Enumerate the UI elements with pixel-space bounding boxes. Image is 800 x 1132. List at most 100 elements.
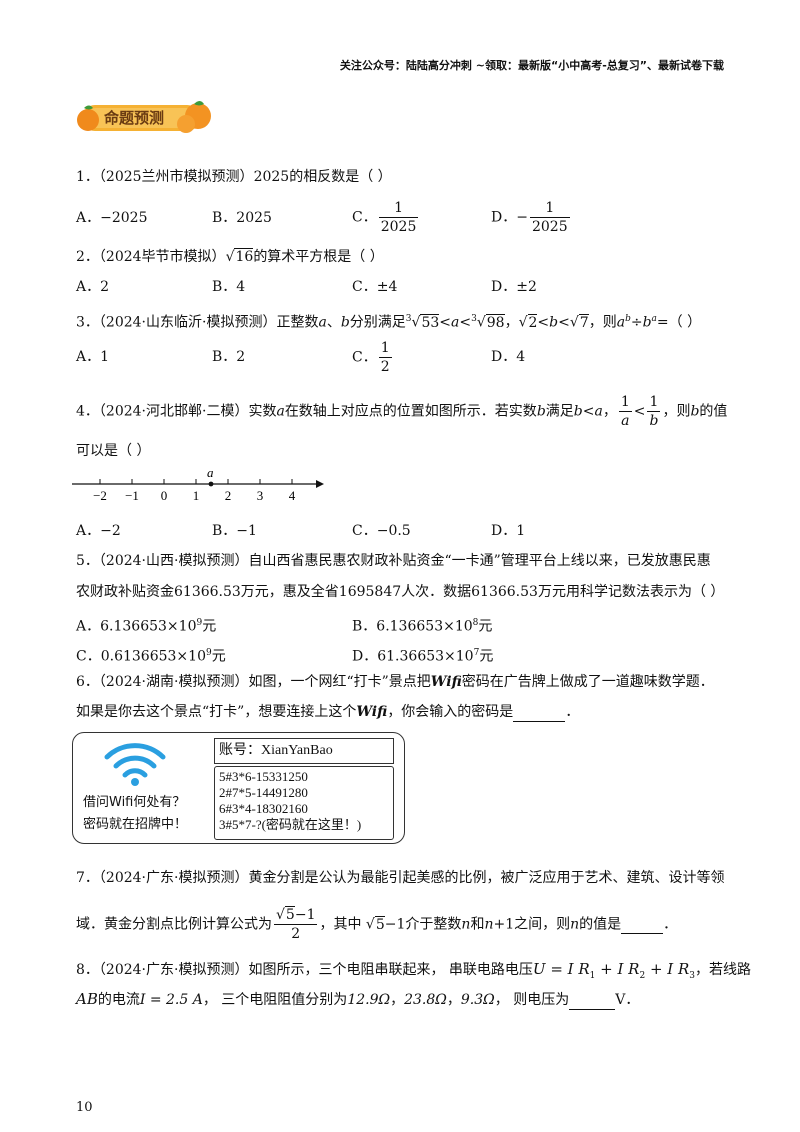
- q4-option-c: C．−0.5: [352, 522, 411, 540]
- q4-stem-line-2: 可以是（ ）: [76, 443, 151, 459]
- q8-line-2c: ， 则电压为: [494, 992, 570, 1008]
- q3-var-a-2: a: [451, 314, 460, 331]
- q2-source: （2024毕节市模拟）: [98, 249, 226, 265]
- q3-var-b: b: [340, 314, 350, 331]
- wifi-icon: [104, 743, 166, 786]
- q3-sqrt-symbol-2: √: [476, 314, 486, 331]
- q3-r98: 98: [485, 313, 505, 331]
- q7-answer-blank[interactable]: [621, 915, 664, 934]
- q5-d-exp: 7: [473, 648, 480, 658]
- q7-frac-radicand: 5: [284, 906, 295, 923]
- q8-number: 8．: [76, 962, 99, 978]
- q8-line-2b: ， 三个电阻阻值分别为: [202, 992, 348, 1008]
- q2-d-value: ±2: [516, 279, 537, 295]
- q3-base-b: b: [642, 314, 652, 331]
- q5-a-unit: 元: [202, 618, 217, 635]
- q5-line-1: 自山西省惠民惠农财政补贴资金“一卡通”管理平台上线以来，已发放惠民惠: [248, 553, 711, 569]
- q7-np1: +1: [493, 916, 515, 933]
- q3-lt-1: <: [439, 314, 451, 331]
- q6-wifi-word: Wifi: [430, 674, 462, 690]
- q5-b-base: 6.136653×10: [376, 618, 473, 635]
- wifi-signboard: 借问Wifi何处有？ 密码就在招牌中！ 账号：XianYanBao 5#3*6-…: [72, 732, 405, 844]
- q6-line-1a: 如图，一个网红“打卡”景点把: [248, 674, 431, 690]
- q3-sep: 、: [326, 314, 341, 331]
- badge-background-icon: [77, 101, 211, 133]
- q1-b-value: 2025: [236, 210, 272, 226]
- q8-current-pre: 的电流: [97, 992, 140, 1008]
- q3-stem-2: 分别满足: [349, 314, 406, 331]
- number-line-arrow-icon: [316, 480, 324, 488]
- q8-r1: 12.9Ω: [347, 992, 391, 1008]
- q8-unit: V．: [615, 992, 640, 1008]
- point-a-dot: [208, 481, 214, 487]
- question-5: 5．（2024·山西·模拟预测）自山西省惠民惠农财政补贴资金“一卡通”管理平台上…: [76, 552, 711, 570]
- q4-stem-1: 实数: [248, 403, 277, 420]
- q7-sqrt-symbol: √: [361, 916, 375, 933]
- q2-c-value: ±4: [376, 279, 398, 295]
- q4-c-value: −0.5: [376, 523, 411, 539]
- q3-option-b: B．2: [212, 348, 245, 366]
- q2-option-d: D．±2: [491, 278, 537, 296]
- q3-exp-a: a: [651, 314, 657, 324]
- q3-a-value: 1: [100, 349, 110, 365]
- code-line-2: 2#7*5-14491280: [219, 785, 308, 800]
- q6-answer-blank[interactable]: [513, 703, 566, 722]
- q4-stem-5: 的值: [699, 403, 728, 420]
- q5-c-unit: 元: [211, 648, 226, 665]
- q2-number: 2．: [76, 249, 99, 265]
- q4-stem-4: ，则: [662, 403, 691, 420]
- q4-d-label: D．: [491, 523, 517, 539]
- q4-stem-3: 满足: [545, 403, 574, 420]
- q4-comma: ，: [602, 403, 617, 420]
- q8-answer-blank[interactable]: [569, 991, 616, 1010]
- q8-plus-1: + I R: [595, 960, 640, 978]
- q3-sqrt-symbol-4: √: [569, 314, 579, 331]
- q8-formula-u: U = I R: [532, 960, 590, 978]
- q7-source: （2024·广东·模拟预测）: [98, 870, 249, 886]
- q6-source: （2024·湖南·模拟预测）: [98, 674, 249, 690]
- q2-a-label: A．: [76, 279, 101, 295]
- q5-b-exp: 8: [472, 618, 479, 628]
- q4-frac-1a-num: 1: [620, 394, 630, 410]
- q3-cbrt-index-2: 3: [471, 314, 477, 324]
- q4-lt: <: [633, 403, 646, 420]
- q3-c-den: 2: [378, 357, 392, 375]
- q3-lt-4: <: [558, 314, 570, 331]
- code-line-1: 5#3*6-15331250: [219, 769, 308, 784]
- q1-c-num: 1: [394, 200, 403, 216]
- q7-and: 和: [470, 916, 485, 933]
- q5-option-b: B．6.136653×108元: [352, 614, 492, 636]
- code-line-3: 6#3*4-18302160: [219, 801, 308, 816]
- q6-number: 6．: [76, 674, 99, 690]
- q2-c-label: C．: [352, 279, 377, 295]
- page-number: 10: [76, 1100, 93, 1115]
- q4-frac-1b-den: b: [647, 411, 661, 429]
- q3-option-d: D．4: [491, 348, 525, 366]
- q4-option-d: D．1: [491, 522, 525, 540]
- q8-line-1b: ，若线路: [695, 962, 752, 978]
- q4-var-b-2: b: [690, 403, 700, 420]
- q2-b-label: B．: [212, 279, 237, 295]
- q4-var-a: a: [276, 403, 285, 420]
- q8-r2: 23.8Ω: [404, 992, 447, 1008]
- q1-option-a: A．−2025: [76, 209, 147, 227]
- q3-c-label: C．: [352, 349, 377, 366]
- q5-c-label: C．: [76, 648, 101, 665]
- q2-option-a: A．2: [76, 278, 109, 296]
- q8-source: （2024·广东·模拟预测）: [98, 962, 249, 978]
- q7-value-is: 的值是: [579, 916, 622, 933]
- q7-var-n-3: n: [570, 916, 580, 933]
- q6-line-2: 如果是你去这个景点“打卡”，想要连接上这个Wifi，你会输入的密码是 ．: [76, 703, 579, 722]
- q1-source: （2025兰州市模拟预测）: [98, 169, 254, 185]
- q4-source: （2024·河北邯郸·二模）: [98, 403, 249, 420]
- number-line-tick-label: −1: [125, 488, 139, 503]
- q3-b-value: 2: [236, 349, 246, 365]
